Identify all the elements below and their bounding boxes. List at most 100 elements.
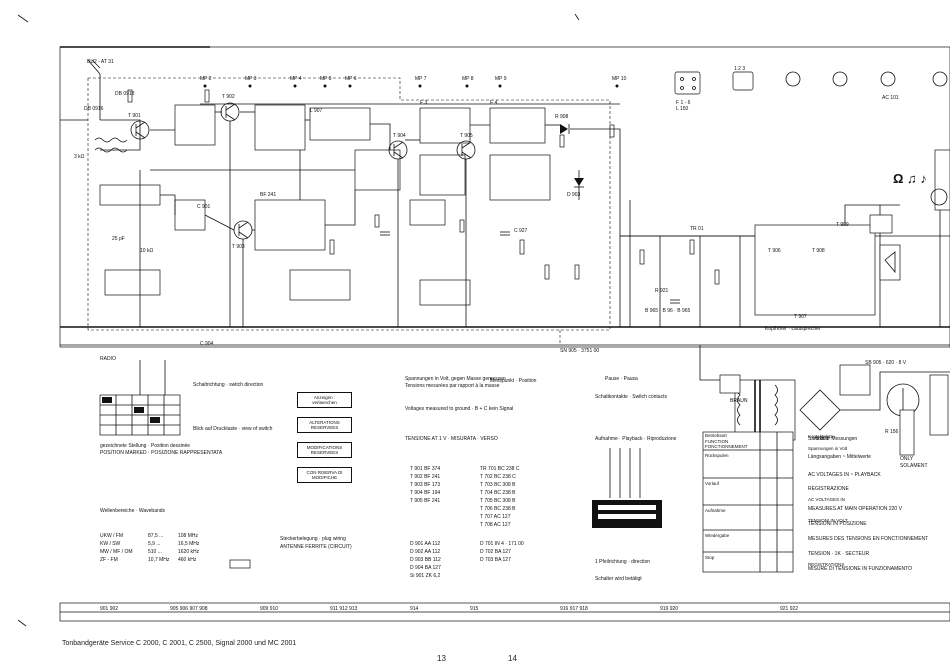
svg-text:D 901 AA 112: D 901 AA 112 — [410, 541, 440, 547]
mp-label: MP 2 — [200, 76, 212, 82]
mp-point — [348, 84, 352, 88]
mode-row-stop: Stop — [705, 555, 715, 560]
diode-d903 — [574, 170, 584, 200]
transistor-label: T 907 — [794, 314, 807, 320]
ruler-number: 916 917 918 — [560, 606, 588, 612]
svg-text:Blick auf Drucktaste · view of: Blick auf Drucktaste · view of switch — [193, 426, 273, 432]
svg-text:C 927: C 927 — [514, 228, 528, 234]
transistor-label: T 904 — [393, 133, 406, 139]
transistor-label: T 908 — [812, 248, 825, 254]
mp-label: MP 4 — [290, 76, 302, 82]
mp-label: MP 6 — [345, 76, 357, 82]
svg-text:Si 901 ZK 6,2: Si 901 ZK 6,2 — [410, 573, 441, 579]
ruler-number: 914 — [410, 606, 419, 612]
ruler-number: 909 910 — [260, 606, 278, 612]
svg-text:T 904 BF 194: T 904 BF 194 — [410, 490, 440, 496]
transistor-label: T 906 — [768, 248, 781, 254]
note-ac-volts: AC VOLTAGES IN — [808, 497, 845, 502]
legend-button-2: ALTERATIONS RESERVEES — [297, 417, 352, 433]
transistor-t902 — [220, 102, 240, 122]
power-supply — [699, 345, 950, 456]
antenna-label: BU2 - AT 31 — [87, 59, 114, 65]
mp-point — [465, 84, 469, 88]
svg-text:D 904 BA 127: D 904 BA 127 — [410, 565, 441, 571]
connector-legend: F 1 - 6 L 150 — [676, 100, 690, 112]
svg-text:T 706 BC 238 B: T 706 BC 238 B — [480, 506, 516, 512]
svg-text:R 921: R 921 — [655, 288, 669, 294]
svg-text:ONLY: ONLY — [900, 456, 914, 462]
svg-text:Kopfhörer · Lautsprecher: Kopfhörer · Lautsprecher — [765, 326, 821, 332]
switch-legend: RADIO gezeichnete Stellung · Position de… — [100, 356, 352, 550]
svg-text:L 907: L 907 — [310, 108, 323, 114]
svg-text:T 707 AC 127: T 707 AC 127 — [480, 514, 511, 520]
svg-text:25 pF: 25 pF — [112, 236, 125, 242]
switch-matrix — [99, 360, 251, 569]
svg-text:Spannungen in Volt, gegen Mass: Spannungen in Volt, gegen Masse gemessen — [405, 376, 506, 382]
svg-text:TR 701 BC 238 C: TR 701 BC 238 C — [480, 466, 520, 472]
mp-point — [615, 84, 619, 88]
footer-caption: Tonbandgeräte Service C 2000, C 2001, C … — [62, 640, 297, 647]
component-annotations: DB 0916 DB 0918 3 kΩ 25 pF 10 kΩ C 901 B… — [74, 91, 907, 442]
transistor-t903 — [233, 220, 253, 240]
svg-text:DB 0916: DB 0916 — [84, 106, 104, 112]
svg-text:SN 905 · 3751 00: SN 905 · 3751 00 — [560, 348, 599, 354]
svg-text:F 3: F 3 — [420, 100, 427, 106]
svg-text:gezeichnete Stellung · Positio: gezeichnete Stellung · Position dessinée — [100, 443, 190, 449]
svg-text:MISURE DI TENSIONE IN FUNZIONA: MISURE DI TENSIONE IN FUNZIONAMENTO — [808, 566, 912, 572]
mp-label: MP 7 — [415, 76, 427, 82]
rf-section-frame — [59, 46, 950, 348]
svg-text:T 902 BF 241: T 902 BF 241 — [410, 474, 440, 480]
svg-text:BRAUN: BRAUN — [730, 398, 748, 404]
svg-text:Schalter wird betätigt: Schalter wird betätigt — [595, 576, 642, 582]
semiconductor-list: T 901 BF 374 T 902 BF 241 T 903 BF 173 T… — [410, 466, 524, 579]
mp-point — [248, 84, 252, 88]
svg-text:D 902 AA 112: D 902 AA 112 — [410, 549, 440, 555]
coordinate-ruler — [59, 602, 950, 622]
svg-text:T 708 AC 127: T 708 AC 127 — [480, 522, 511, 528]
audio-output-stage — [754, 149, 950, 316]
svg-text:D 702 BA 127: D 702 BA 127 — [480, 549, 511, 555]
mode-table-grid — [702, 431, 794, 573]
legend-button-4: CON RISERVA DI MODIFICHE — [297, 467, 352, 483]
legend-buttons: Anzeigen : verlaenchen ALTERATIONS RESER… — [297, 392, 352, 483]
mode-header-en: FUNCTION — [705, 438, 729, 444]
svg-text:T 905 BF 241: T 905 BF 241 — [410, 498, 440, 504]
svg-text:Aufnahme · Playback · Riproduz: Aufnahme · Playback · Riproduzione — [595, 436, 677, 442]
svg-text:T 901 BF 374: T 901 BF 374 — [410, 466, 440, 472]
svg-text:R 908: R 908 — [555, 114, 569, 120]
svg-text:SB 905 · 620 · 8 V: SB 905 · 620 · 8 V — [865, 360, 907, 366]
mp-label: MP 3 — [245, 76, 257, 82]
diode-d902 — [560, 124, 570, 134]
svg-text:TENSIONI IN POSIZIONE: TENSIONI IN POSIZIONE — [808, 521, 867, 527]
svg-text:D 903 BB 112: D 903 BB 112 — [410, 557, 441, 563]
svg-text:POSITION MARKED · POSIZIONE RA: POSITION MARKED · POSIZIONE RAPPRESENTAT… — [100, 450, 223, 456]
transistor-label: T 905 — [460, 133, 473, 139]
svg-text:T 704 BC 238 B: T 704 BC 238 B — [480, 490, 516, 496]
connector-plugs: 1 2 3 — [674, 66, 948, 95]
svg-text:B 965 · B 96 · B 965: B 965 · B 96 · B 965 — [645, 308, 691, 314]
ruler-number: 901 902 — [100, 606, 118, 612]
page-number-left: 13 — [437, 654, 446, 663]
mode-row-record: Aufnahme — [705, 508, 726, 513]
transistor-label: T 909 — [836, 222, 849, 228]
measurement-notes: Schaltkontakte · Switch contacts Aufnahm… — [595, 394, 928, 582]
svg-text:ANTENNE FERRITE (CIRCUIT): ANTENNE FERRITE (CIRCUIT) — [280, 544, 352, 550]
mode-table-header: Betriebsart FUNCTION FONCTIONNEMENT — [705, 433, 748, 450]
connector-legend-f: F 1 - 6 — [676, 100, 691, 106]
svg-text:D 703 BA 127: D 703 BA 127 — [480, 557, 511, 563]
transistor-label: T 901 — [128, 113, 141, 119]
svg-text:TENSION · 1K · SECTEUR: TENSION · 1K · SECTEUR — [808, 551, 870, 557]
connector-legend-l: L 150 — [676, 106, 689, 112]
mode-row-forward: Vorlauf — [705, 481, 720, 486]
svg-text:1 Pfeilrichtung · direction: 1 Pfeilrichtung · direction — [595, 559, 650, 565]
svg-text:C 904: C 904 — [200, 341, 214, 347]
svg-text:Pause · Pausa: Pause · Pausa — [605, 376, 638, 382]
svg-text:Ω ♫ ♪: Ω ♫ ♪ — [893, 171, 927, 186]
mode-row-rewind: Rückspulen — [705, 453, 729, 458]
